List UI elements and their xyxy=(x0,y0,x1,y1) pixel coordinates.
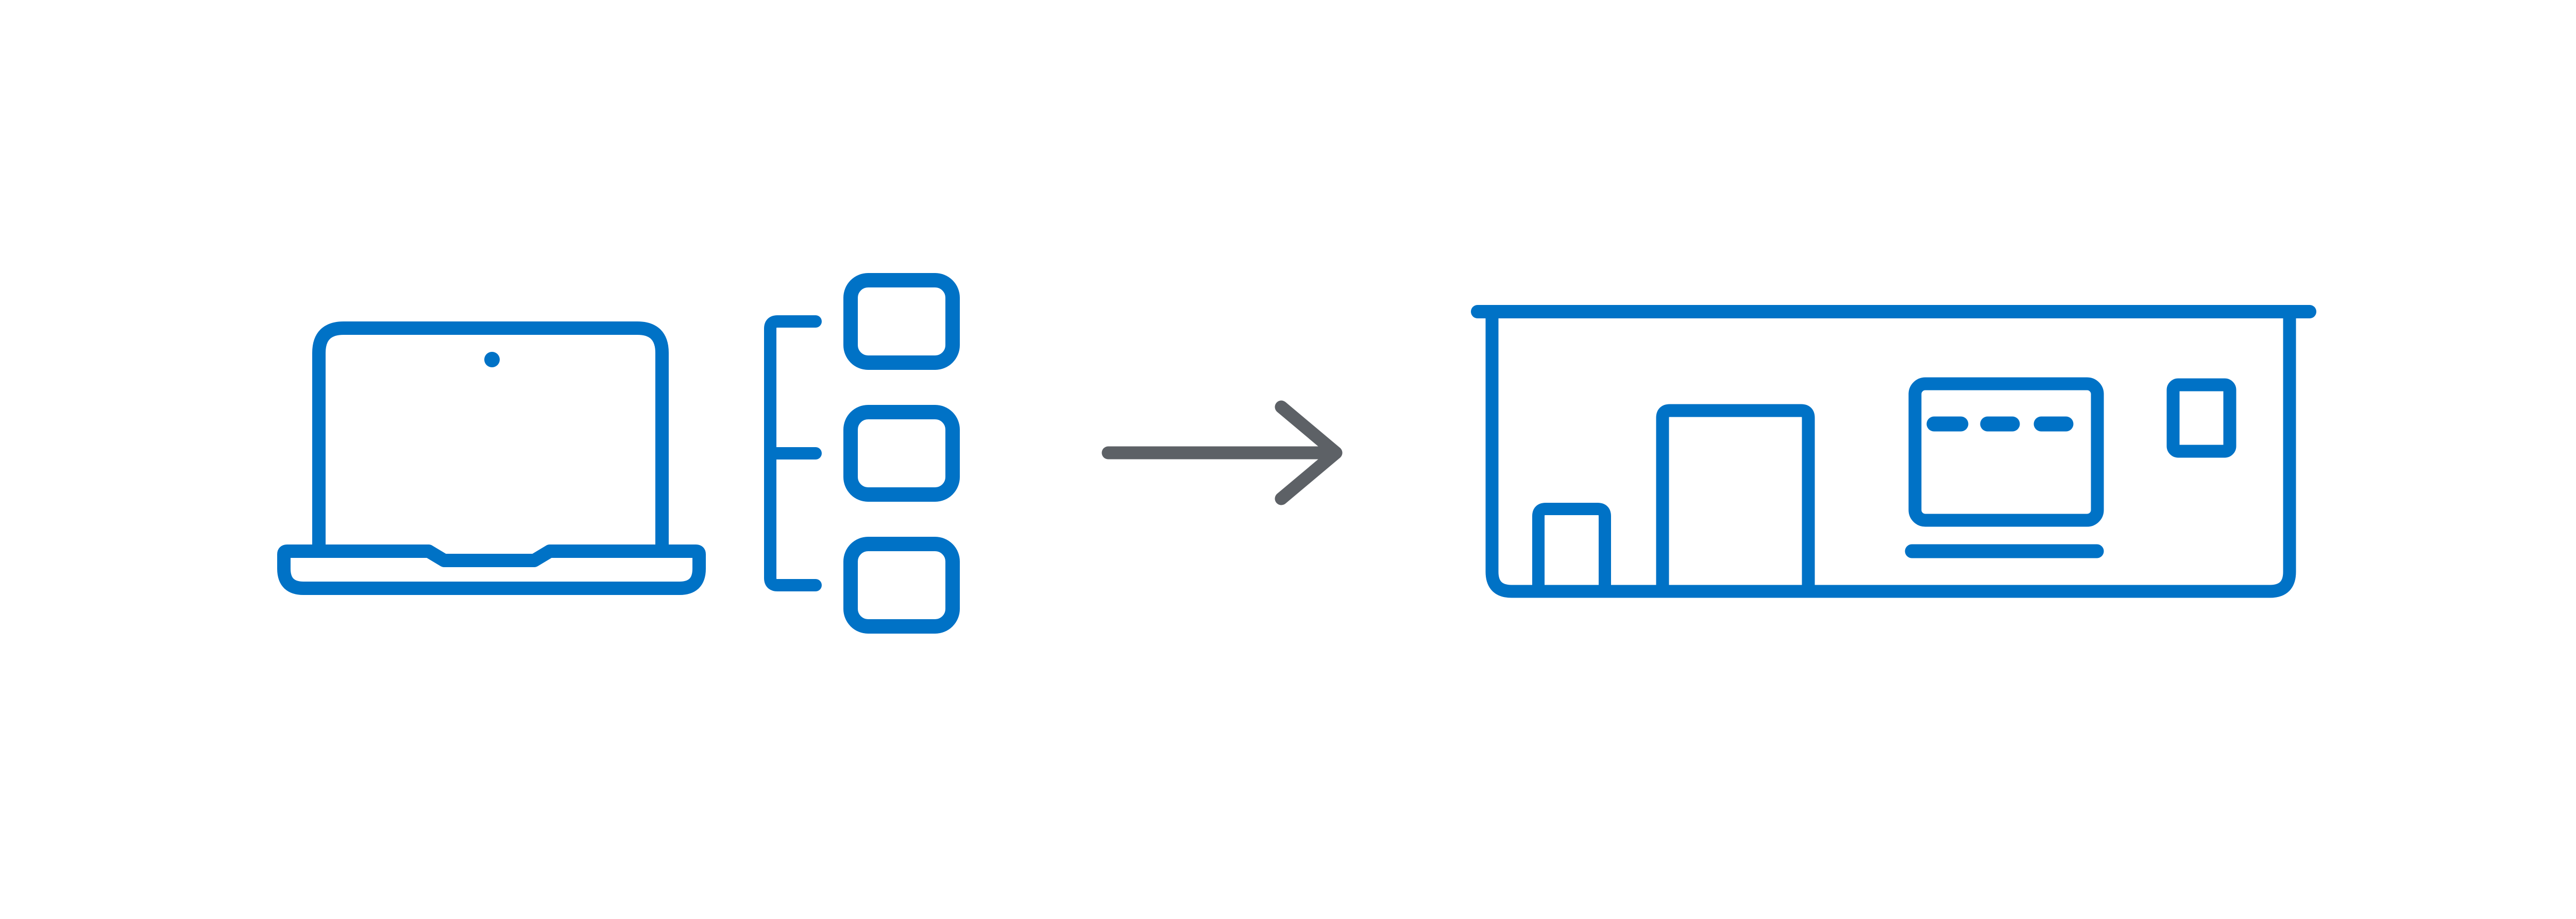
building-wall-panel xyxy=(2166,378,2236,458)
building-door xyxy=(1656,404,1815,594)
laptop-camera-dot xyxy=(484,352,500,367)
list-node-middle xyxy=(843,405,960,502)
arrow-right-icon xyxy=(1101,400,1343,505)
laptop-icon xyxy=(277,321,706,595)
building-small-box xyxy=(1532,503,1611,593)
hierarchy-list-icon xyxy=(764,273,960,634)
arrow-head xyxy=(1275,400,1343,505)
building-sign-board xyxy=(1908,377,2104,527)
building-icon xyxy=(1471,305,2316,598)
list-node-bottom xyxy=(843,537,960,634)
building-walls-floor xyxy=(1485,312,2296,598)
list-node-top xyxy=(843,273,960,370)
laptop-screen xyxy=(312,321,669,558)
laptop-base xyxy=(277,544,706,595)
